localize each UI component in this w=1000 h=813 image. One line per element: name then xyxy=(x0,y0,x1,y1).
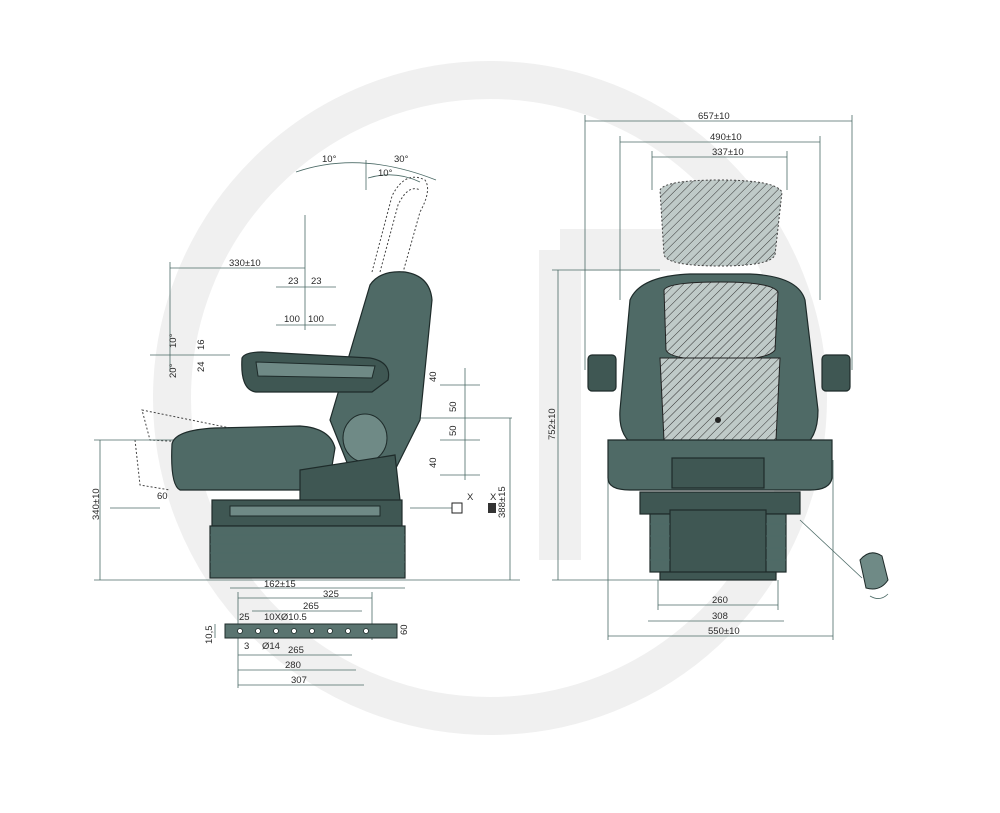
arm-angle-10-label: 10° xyxy=(168,333,179,348)
armrest-100b-label: 100 xyxy=(308,314,324,325)
seat-cushion xyxy=(171,425,336,491)
angle-30-label: 30° xyxy=(394,154,409,165)
width-550-label: 550±10 xyxy=(708,626,740,637)
height-340-label: 340±10 xyxy=(91,488,102,520)
base-265-top-label: 265 xyxy=(303,601,319,612)
width-260-label: 260 xyxy=(712,595,728,606)
base-14-label: Ø14 xyxy=(262,641,280,652)
right-armrest xyxy=(821,354,851,392)
arm-angle-20-label: 20° xyxy=(168,363,179,378)
base-3-label: 3 xyxy=(244,641,249,652)
base-265-bottom-label: 265 xyxy=(288,645,304,656)
angle-10b-label: 10° xyxy=(378,168,393,179)
base-325-label: 325 xyxy=(323,589,339,600)
base-307-label: 307 xyxy=(291,675,307,686)
base-10-5-label: 10,5 xyxy=(204,626,215,645)
suspension-bellows xyxy=(209,525,406,579)
depth-330-label: 330±10 xyxy=(229,258,261,269)
width-162-label: 162±15 xyxy=(264,579,296,590)
width-308-label: 308 xyxy=(712,611,728,622)
arm-24-label: 24 xyxy=(196,361,207,372)
v40b-label: 40 xyxy=(428,457,439,468)
v50a-label: 50 xyxy=(448,401,459,412)
side-view: 10° 30° 10° 330±10 23 23 100 100 10° 20°… xyxy=(91,154,520,590)
adjust-lever xyxy=(859,552,889,590)
backrest-23b-label: 23 xyxy=(311,276,322,287)
armrest-100a-label: 100 xyxy=(284,314,300,325)
v50b-label: 50 xyxy=(448,425,459,436)
base-60-label: 60 xyxy=(399,624,410,635)
base-holes-label: 10XØ10.5 xyxy=(264,612,307,623)
base-280-label: 280 xyxy=(285,660,301,671)
base-25-label: 25 xyxy=(239,612,250,623)
height-752-label: 752±10 xyxy=(547,408,558,440)
front-view: 657±10 490±10 337±10 752±10 260 308 550±… xyxy=(547,111,889,640)
front-bellows xyxy=(649,509,787,577)
width-337-label: 337±10 xyxy=(712,147,744,158)
left-armrest xyxy=(587,354,617,392)
connector-x2-label: X xyxy=(490,492,497,503)
cushion-60-label: 60 xyxy=(157,491,168,502)
angle-10-label: 10° xyxy=(322,154,337,165)
height-388-label: 388±15 xyxy=(497,486,508,518)
connector-x1-label: X xyxy=(467,492,474,503)
arm-16-label: 16 xyxy=(196,339,207,350)
width-657-label: 657±10 xyxy=(698,111,730,122)
base-plate-drawing: 325 265 25 10XØ10.5 60 10,5 3 Ø14 265 28… xyxy=(204,589,410,688)
adjust-knob xyxy=(342,413,388,463)
headrest-outline xyxy=(659,179,783,267)
width-490-label: 490±10 xyxy=(710,132,742,143)
backrest-23a-label: 23 xyxy=(288,276,299,287)
v40a-label: 40 xyxy=(428,371,439,382)
